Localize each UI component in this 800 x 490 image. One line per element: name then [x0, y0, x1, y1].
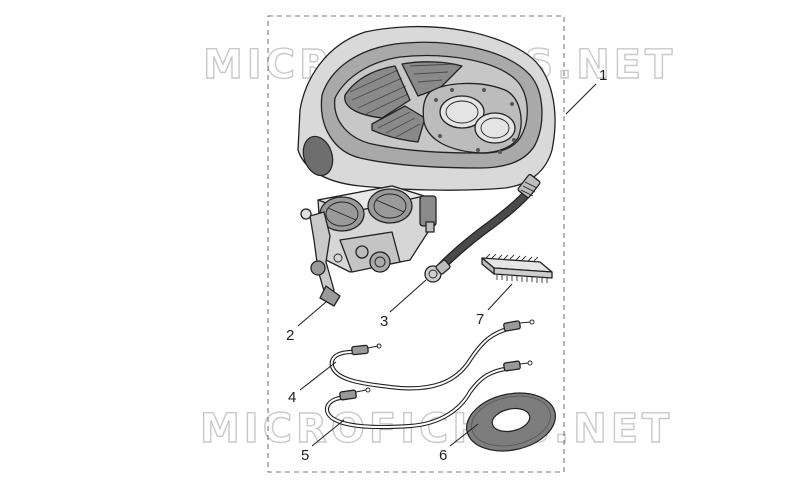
leader-6 [449, 423, 479, 447]
callout-4: 4 [288, 389, 296, 406]
callout-1: 1 [599, 67, 607, 84]
fuel-hose [424, 173, 541, 283]
throttle-cable-upper [329, 319, 535, 391]
kit-boundary-frame [267, 15, 565, 473]
callout-7: 7 [476, 311, 484, 328]
callout-5: 5 [301, 447, 309, 464]
leader-2 [297, 301, 327, 327]
air-box-cover [297, 25, 556, 191]
callout-2: 2 [286, 327, 294, 344]
ecu-chip [481, 253, 553, 283]
callout-leaders [297, 83, 597, 447]
callout-6: 6 [439, 447, 447, 464]
sealing-ring [466, 392, 556, 452]
throttle-body [300, 185, 437, 307]
watermark-bottom: MICROFICHES.NET [200, 406, 673, 452]
callout-3: 3 [380, 313, 388, 330]
leader-7 [487, 283, 513, 311]
leader-1 [565, 83, 597, 115]
throttle-cable-lower [324, 360, 533, 430]
leader-5 [311, 419, 345, 447]
leader-4 [299, 361, 337, 391]
leader-3 [389, 279, 427, 313]
